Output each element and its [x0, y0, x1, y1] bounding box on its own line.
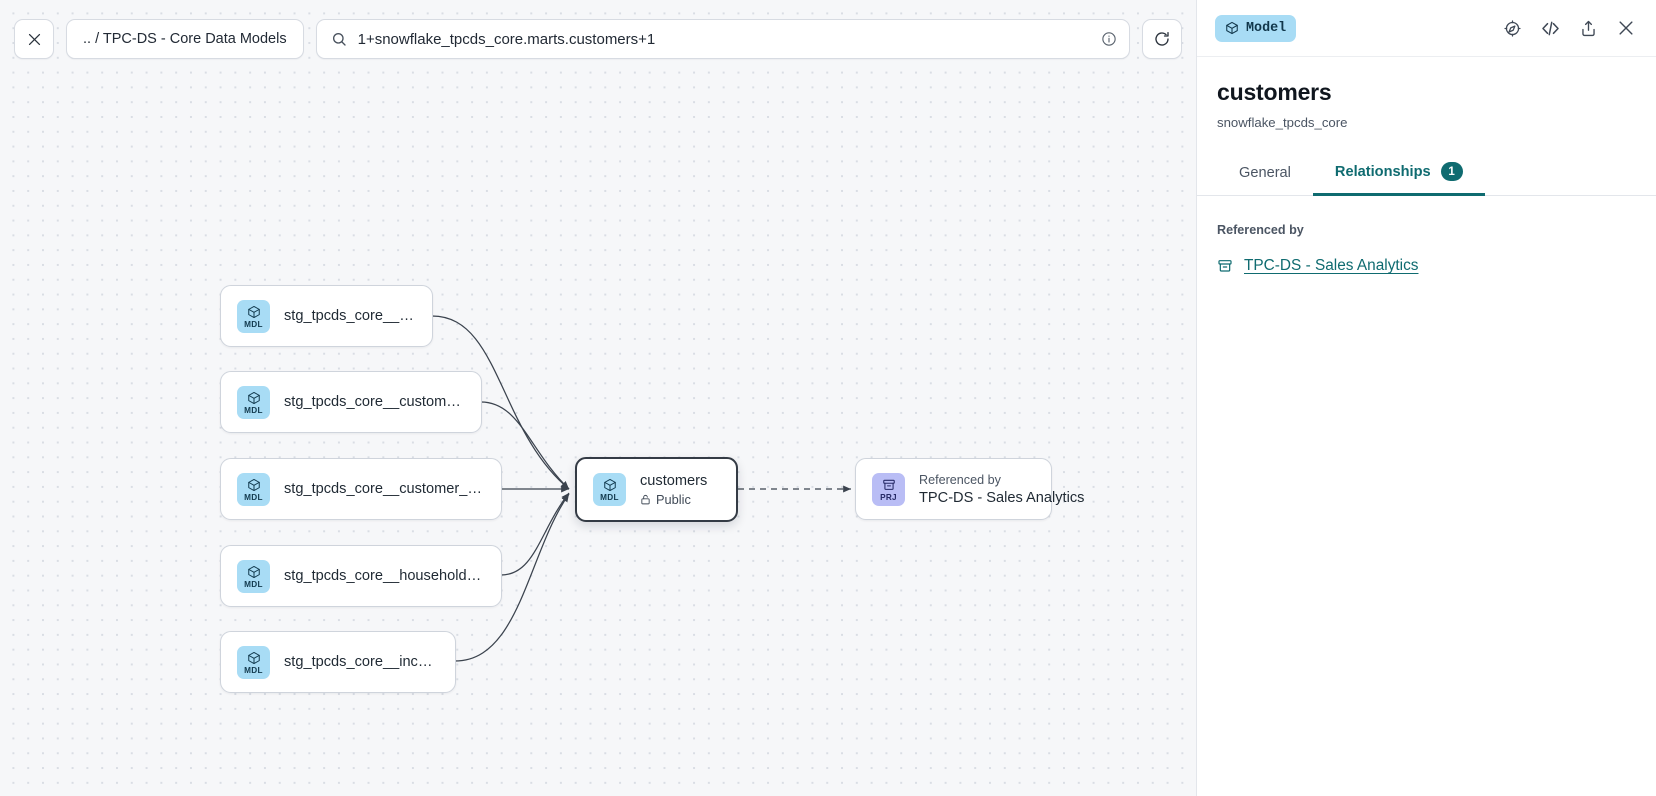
panel-title-block: customers snowflake_tpcds_core — [1197, 57, 1656, 130]
node-label: stg_tpcds_core__customer_address — [284, 394, 465, 410]
panel-content: Referenced by TPC-DS - Sales Analytics — [1197, 196, 1656, 275]
node-kicker: Referenced by — [919, 473, 1035, 487]
tab-relationships[interactable]: Relationships 1 — [1313, 152, 1485, 196]
node-title: TPC-DS - Sales Analytics — [919, 490, 1035, 506]
resource-type-label: Model — [1246, 21, 1286, 36]
node-body: Referenced by TPC-DS - Sales Analytics — [919, 473, 1035, 506]
breadcrumb[interactable]: .. / TPC-DS - Core Data Models — [66, 19, 304, 59]
explore-icon[interactable] — [1503, 19, 1522, 38]
cube-icon — [247, 565, 261, 579]
refresh-icon — [1153, 30, 1171, 48]
panel-header-actions — [1503, 18, 1636, 39]
model-badge: MDL — [237, 473, 270, 506]
model-badge: MDL — [237, 646, 270, 679]
close-icon — [26, 31, 43, 48]
cube-icon — [1225, 21, 1239, 35]
node-body: customers Public — [640, 473, 707, 507]
search-icon — [331, 31, 347, 47]
graph-node-stg-income-band[interactable]: MDL stg_tpcds_core__income_band — [220, 631, 456, 693]
panel-header: Model — [1197, 0, 1656, 57]
search-input[interactable]: 1+snowflake_tpcds_core.marts.customers+1 — [316, 19, 1130, 59]
badge-text: MDL — [600, 492, 619, 503]
panel-tabs: General Relationships 1 — [1197, 152, 1656, 196]
share-icon[interactable] — [1579, 19, 1598, 38]
details-panel: Model — [1196, 0, 1656, 796]
node-label: stg_tpcds_core__income_band — [284, 654, 439, 670]
close-graph-button[interactable] — [14, 19, 54, 59]
badge-text: MDL — [244, 319, 263, 330]
page-title: customers — [1217, 79, 1636, 106]
page-subtitle: snowflake_tpcds_core — [1217, 115, 1636, 130]
cube-icon — [247, 478, 261, 492]
badge-text: MDL — [244, 492, 263, 503]
close-panel-icon[interactable] — [1616, 18, 1636, 38]
project-icon — [1217, 258, 1233, 274]
resource-type-chip[interactable]: Model — [1215, 15, 1296, 42]
node-access: Public — [640, 492, 707, 507]
cube-icon — [603, 478, 617, 492]
tab-label: Relationships — [1335, 164, 1431, 180]
graph-node-stg-customer-demographics[interactable]: MDL stg_tpcds_core__customer_demogra… — [220, 458, 502, 520]
project-badge: PRJ — [872, 473, 905, 506]
code-icon[interactable] — [1540, 18, 1561, 39]
cube-icon — [247, 651, 261, 665]
model-badge: MDL — [237, 300, 270, 333]
graph-node-sales-analytics-project[interactable]: PRJ Referenced by TPC-DS - Sales Analyti… — [855, 458, 1052, 520]
node-label: stg_tpcds_core__customer — [284, 308, 416, 324]
lock-icon — [640, 494, 651, 505]
badge-text: MDL — [244, 405, 263, 416]
cube-icon — [247, 305, 261, 319]
tab-general[interactable]: General — [1217, 155, 1313, 196]
node-title: customers — [640, 473, 707, 489]
graph-node-customers-selected[interactable]: MDL customers Public — [575, 457, 738, 522]
graph-nodes-layer: MDL stg_tpcds_core__customer MDL stg_tpc… — [0, 0, 1196, 796]
status-badge: 1 — [1441, 162, 1463, 181]
graph-node-stg-customer-address[interactable]: MDL stg_tpcds_core__customer_address — [220, 371, 482, 433]
graph-node-stg-customer[interactable]: MDL stg_tpcds_core__customer — [220, 285, 433, 347]
project-box-icon — [882, 478, 896, 492]
badge-text: MDL — [244, 579, 263, 590]
graph-node-stg-household-demographics[interactable]: MDL stg_tpcds_core__household_demogr… — [220, 545, 502, 607]
tab-label: General — [1239, 165, 1291, 181]
search-value: 1+snowflake_tpcds_core.marts.customers+1 — [358, 31, 1090, 48]
model-badge: MDL — [237, 560, 270, 593]
reference-link[interactable]: TPC-DS - Sales Analytics — [1244, 257, 1418, 275]
badge-text: PRJ — [880, 492, 897, 503]
node-access-label: Public — [656, 492, 691, 507]
info-circle-icon[interactable] — [1101, 31, 1117, 47]
cube-icon — [247, 391, 261, 405]
badge-text: MDL — [244, 665, 263, 676]
node-label: stg_tpcds_core__household_demogr… — [284, 568, 485, 584]
model-badge: MDL — [593, 473, 626, 506]
list-item[interactable]: TPC-DS - Sales Analytics — [1217, 257, 1636, 275]
node-label: stg_tpcds_core__customer_demogra… — [284, 481, 485, 497]
canvas-toolbar: .. / TPC-DS - Core Data Models 1+snowfla… — [0, 0, 1196, 78]
section-label-referenced-by: Referenced by — [1217, 223, 1636, 237]
breadcrumb-label: .. / TPC-DS - Core Data Models — [83, 31, 287, 47]
refresh-button[interactable] — [1142, 19, 1182, 59]
lineage-canvas[interactable]: MDL stg_tpcds_core__customer MDL stg_tpc… — [0, 0, 1196, 796]
model-badge: MDL — [237, 386, 270, 419]
